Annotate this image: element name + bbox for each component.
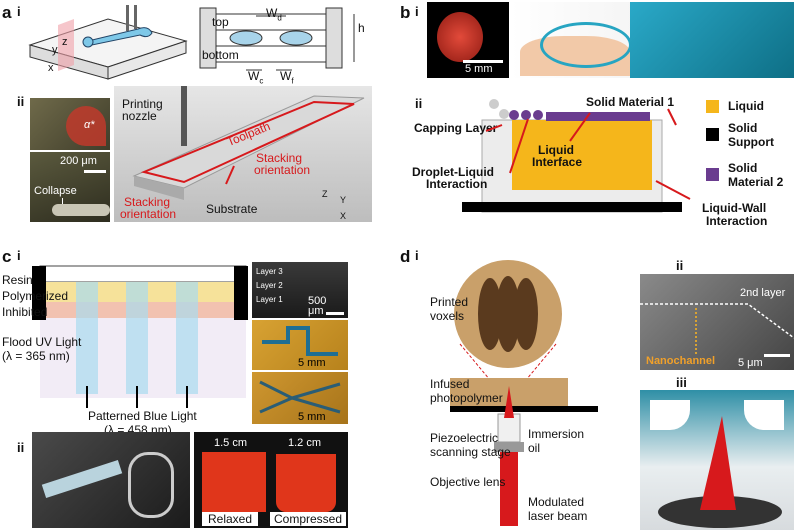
infused-1: Infused: [430, 377, 470, 391]
resin-label: Resin: [2, 273, 33, 287]
laser-1: Modulated: [528, 495, 585, 509]
relaxed-label: Relaxed: [208, 512, 253, 526]
h-label: h: [358, 21, 365, 35]
stacking-label-2b: orientation: [120, 207, 177, 221]
droplet-liquid-label-1: Droplet-Liquid: [412, 165, 494, 179]
c-i-channel-photo-2: 5 mm: [252, 372, 348, 424]
a-i-device-sketch: [28, 5, 188, 80]
b-i-device-photo: 5 mm: [427, 2, 509, 78]
panel-d-label: d: [400, 247, 411, 266]
inhibited-label: Inhibited: [2, 305, 48, 319]
printed-voxels-1: Printed: [430, 295, 469, 309]
panel-d-ii-label: ii: [676, 258, 684, 273]
legend-solid-material2-1: Solid: [728, 161, 758, 175]
legend-swatch-support: [706, 128, 719, 141]
axis-x-label: x: [48, 62, 54, 74]
substrate-label: Substrate: [206, 202, 258, 216]
d-ii-sem-image: 2nd layer Nanochannel 5 μm: [640, 274, 794, 370]
panel-a-i-label: i: [17, 4, 21, 19]
panel-b-i-label: i: [415, 4, 419, 19]
liquid-wall-label-1: Liquid-Wall: [702, 201, 767, 215]
scale-bar: [84, 170, 106, 173]
stacking-label-1b: orientation: [254, 163, 311, 177]
a-i-cross-section: [199, 7, 355, 71]
top-label: top: [212, 15, 229, 29]
stacking-label-1a: Stacking: [256, 151, 303, 165]
panel-c-ii-label: ii: [17, 440, 25, 455]
b-ii-schematic: [462, 99, 682, 213]
legend-liquid: Liquid: [728, 99, 764, 113]
panel-a-ii-label: ii: [17, 94, 25, 109]
panel-d-i-label: i: [415, 248, 419, 263]
legend-solid-support-2: Support: [728, 135, 774, 149]
b-i-render: [510, 2, 794, 78]
laser-2: laser beam: [528, 509, 588, 523]
polymerized-label: Polymerized: [2, 289, 69, 303]
coord-y: Y: [340, 195, 347, 205]
axis-z-label: z: [62, 36, 68, 48]
a-ii-photo-angle: α*: [30, 98, 110, 150]
capping-layer-label: Capping Layer: [414, 121, 498, 135]
piezo-2: scanning stage: [430, 445, 511, 459]
liquid-interface-label-1: Liquid: [538, 143, 574, 157]
infused-2: photopolymer: [430, 391, 503, 405]
compressed-label: Compressed: [274, 512, 343, 526]
d-i-schematic: [450, 260, 598, 526]
c-i-layers-photo: Layer 3 Layer 2 Layer 1 500 μm: [252, 262, 348, 318]
nozzle-label-1: Printing: [122, 97, 163, 111]
bottom-label: bottom: [202, 48, 239, 62]
c-i-schematic: [32, 265, 248, 408]
axis-y-label: y: [52, 44, 58, 56]
flood-uv-label-1: Flood UV Light: [2, 335, 82, 349]
objective-lens: Objective lens: [430, 475, 506, 489]
wd-label: Wd: [266, 6, 282, 23]
c-ii-device-photo: [32, 432, 190, 528]
patterned-light-label-1: Patterned Blue Light: [88, 409, 197, 423]
legend-swatch-material2: [706, 168, 719, 181]
a-ii-printing-render: [114, 86, 372, 222]
coord-z: Z: [322, 189, 328, 199]
d-iii-render: [640, 390, 794, 530]
piezo-1: Piezoelectric: [430, 431, 499, 445]
droplet-liquid-label-2: Interaction: [426, 177, 488, 191]
solid-material-1-label: Solid Material 1: [586, 95, 675, 109]
c-i-channel-photo-1: 5 mm: [252, 320, 348, 370]
panel-c-label: c: [2, 247, 12, 266]
legend-solid-support-1: Solid: [728, 121, 758, 135]
wf-label: Wf: [280, 69, 294, 86]
immersion-1: Immersion: [528, 427, 585, 441]
liquid-wall-label-2: Interaction: [706, 214, 768, 228]
a-ii-photo-collapse: 200 μm Collapse: [30, 152, 110, 222]
panel-c-i-label: i: [17, 248, 21, 263]
stacking-label-2a: Stacking: [124, 195, 171, 209]
legend-swatch-liquid: [706, 100, 719, 113]
panel-b-ii-label: ii: [415, 96, 423, 111]
relaxed-box: [202, 512, 258, 526]
legend-solid-material2-2: Material 2: [728, 175, 784, 189]
panel-b-label: b: [400, 3, 411, 22]
coord-x: X: [340, 211, 347, 221]
scale-200um: 200 μm: [60, 155, 97, 167]
flood-uv-label-2: (λ = 365 nm): [2, 349, 70, 363]
printed-voxels-2: voxels: [430, 309, 465, 323]
panel-a-label: a: [2, 3, 12, 22]
nozzle-label-2: nozzle: [122, 109, 157, 123]
wc-label: Wc: [248, 69, 264, 86]
immersion-2: oil: [528, 441, 541, 455]
compressed-box: [270, 512, 346, 526]
liquid-interface-label-2: Interface: [532, 155, 583, 169]
b-ii-arrows: [485, 108, 691, 200]
panel-d-iii-label: iii: [676, 375, 687, 390]
